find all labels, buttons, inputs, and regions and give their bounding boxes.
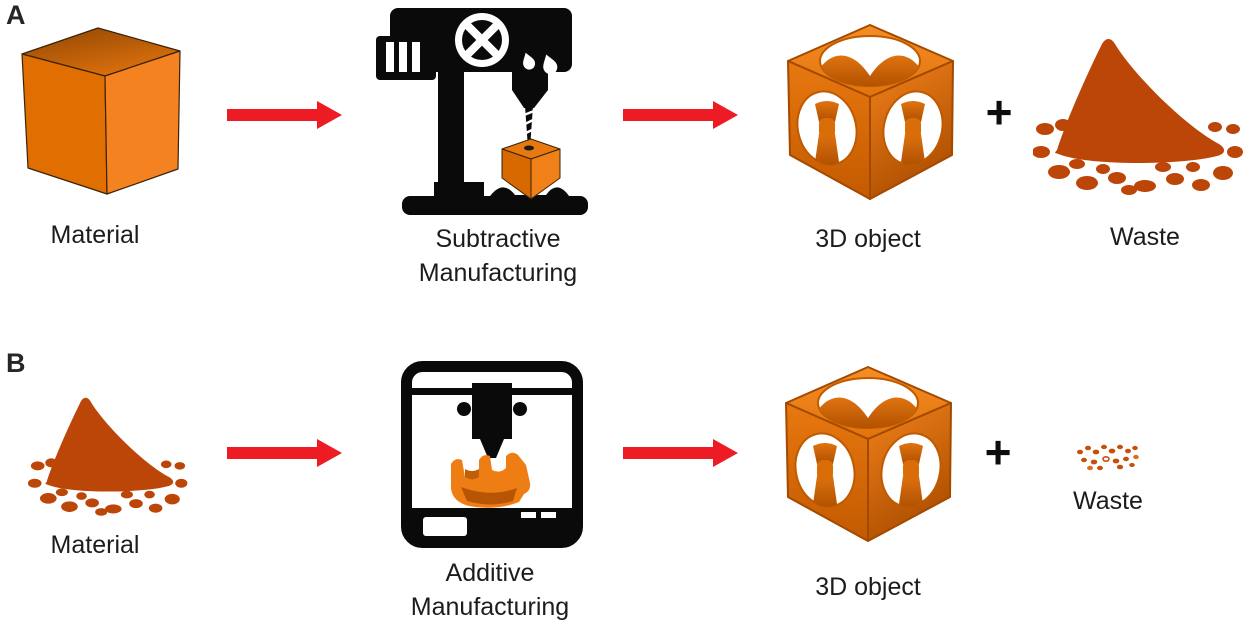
material-b-label: Material: [50, 531, 140, 559]
waste-specks-icon: [1072, 440, 1144, 474]
panel-b-label: B: [6, 348, 26, 378]
porous-cube-icon: [775, 20, 965, 205]
plus-sign: +: [985, 86, 1013, 138]
material-a-label: Material: [50, 221, 140, 249]
process-a-line2: Manufacturing: [418, 259, 578, 287]
plus-sign: +: [984, 426, 1012, 478]
object-b-label: 3D object: [815, 573, 921, 601]
solid-cube-icon: [8, 22, 190, 200]
process-b-line2: Manufacturing: [410, 593, 570, 621]
subtractive-manufacturing-label: Subtractive Manufacturing: [419, 222, 577, 290]
powder-pile-icon: [28, 388, 188, 518]
additive-manufacturing-label: Additive Manufacturing: [411, 556, 569, 624]
right-arrow-icon: [227, 100, 342, 130]
object-a-label: 3D object: [815, 225, 921, 253]
waste-pile-icon: [1033, 26, 1243, 198]
right-arrow-icon: [623, 438, 738, 468]
process-a-line1: Subtractive: [435, 225, 561, 253]
milling-machine-icon: [372, 2, 594, 217]
waste-a-label: Waste: [1110, 223, 1180, 251]
waste-b-label: Waste: [1073, 487, 1143, 515]
porous-cube-icon: [773, 362, 963, 547]
right-arrow-icon: [623, 100, 738, 130]
printer-icon: [401, 361, 583, 548]
panel-a-label: A: [6, 0, 26, 30]
process-b-line1: Additive: [445, 559, 535, 587]
right-arrow-icon: [227, 438, 342, 468]
